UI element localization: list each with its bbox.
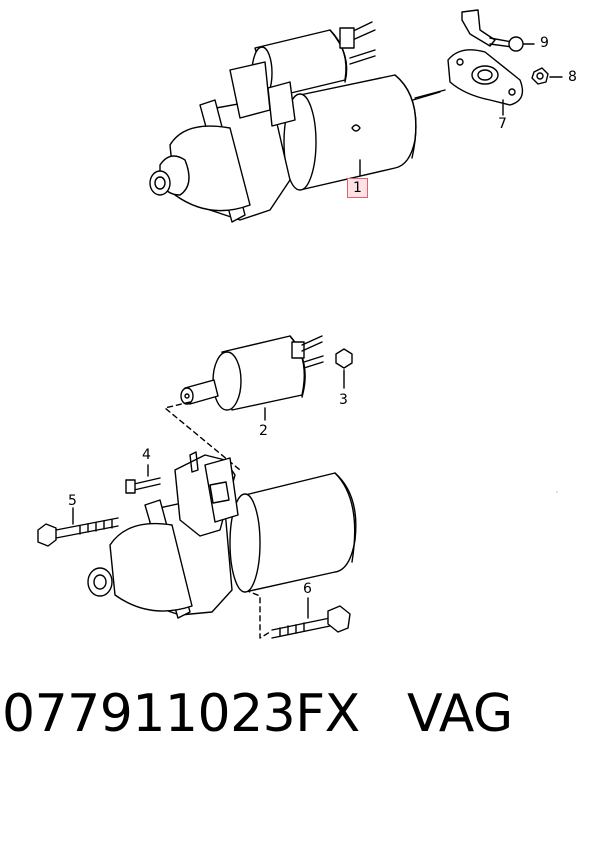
callout-2[interactable]: 2	[259, 423, 268, 439]
screw-4	[125, 464, 161, 494]
bolt-9	[489, 36, 535, 52]
callout-5[interactable]: 5	[68, 493, 77, 509]
assembly-guide-lines	[164, 401, 271, 639]
bolt-5	[37, 507, 119, 547]
speck-mark	[556, 491, 558, 493]
caption: 077911023FX VAG	[0, 684, 600, 764]
nut-8	[531, 67, 563, 85]
callout-1[interactable]: 1	[347, 178, 368, 198]
callout-4[interactable]: 4	[142, 447, 151, 463]
solenoid-part-2	[180, 335, 324, 421]
callout-3[interactable]: 3	[339, 392, 348, 408]
exploded-parts-diagram	[37, 9, 563, 639]
nut-3	[335, 348, 353, 389]
brand-name: VAG	[407, 684, 513, 744]
mounting-bracket	[447, 9, 524, 116]
starter-motor-assembly-top	[149, 21, 446, 223]
starter-motor-body-bottom	[87, 451, 357, 619]
callout-8[interactable]: 8	[568, 69, 577, 85]
callout-9[interactable]: 9	[540, 35, 549, 51]
callout-6[interactable]: 6	[303, 581, 312, 597]
part-number: 077911023FX	[2, 684, 360, 744]
callout-7[interactable]: 7	[498, 116, 507, 132]
bolt-6	[271, 597, 351, 639]
